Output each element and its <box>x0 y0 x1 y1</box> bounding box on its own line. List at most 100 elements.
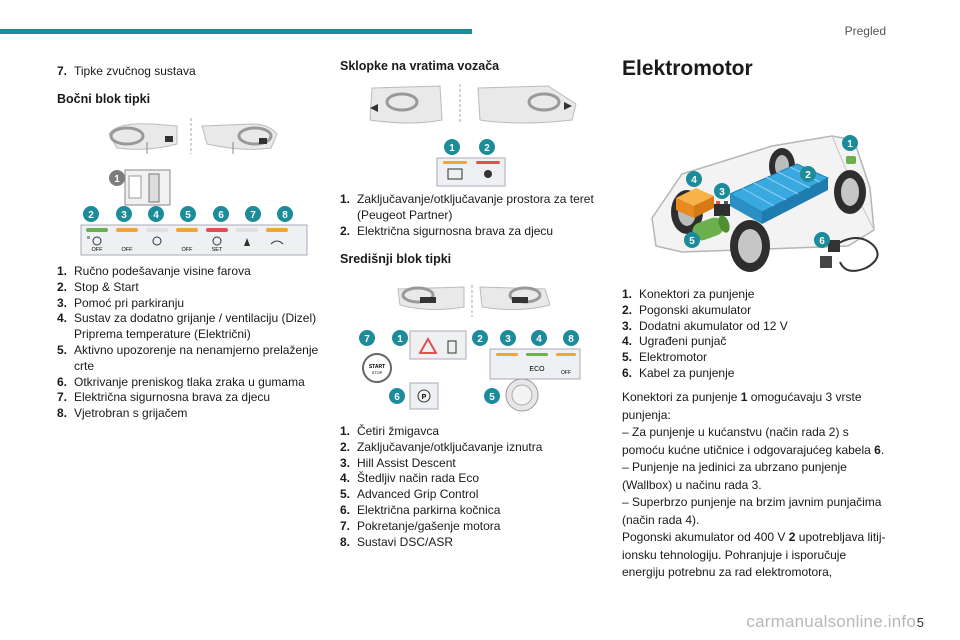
door-switches-heading: Sklopke na vratima vozača <box>340 59 500 73</box>
callout-3: 3 <box>116 206 132 222</box>
side-panel-illustration: OFF OFF OFF SET 1 2 3 4 5 6 7 8 <box>80 118 308 256</box>
list-item: 1.Četiri žmigavca <box>340 424 440 438</box>
motor-components-list: 1.Konektori za punjenje 2.Pogonski akumu… <box>622 287 892 382</box>
list-item: 3.Dodatni akumulator od 12 V <box>622 318 788 333</box>
page-title: Elektromotor <box>622 57 753 80</box>
list-item: 1.Konektori za punjenje <box>622 287 755 301</box>
motor-callout-4: 4 <box>686 171 702 187</box>
list-item: 2.Stop & Start <box>57 279 139 294</box>
center-callout-4: 4 <box>531 330 547 346</box>
list-item: 3.Pomoć pri parkiranju <box>57 295 185 310</box>
svg-text:OFF: OFF <box>182 247 194 253</box>
watermark: carmanualsonline.info <box>746 612 916 631</box>
center-callout-8: 8 <box>563 330 579 346</box>
center-callout-7: 7 <box>359 330 375 346</box>
side-panel-heading: Bočni blok tipki <box>57 92 151 106</box>
motor-callout-1: 1 <box>842 135 858 151</box>
center-callout-2: 2 <box>472 330 488 346</box>
callout-6: 6 <box>213 206 229 222</box>
header-accent-bar <box>0 29 472 34</box>
auxiliary-battery <box>714 201 730 216</box>
svg-text:SET: SET <box>212 247 223 253</box>
list-item: 5.Aktivno upozorenje na nenamjerno prela… <box>57 342 319 373</box>
svg-text:3: 3 <box>121 210 127 221</box>
svg-text:6: 6 <box>394 392 400 403</box>
callout-1: 1 <box>109 170 125 186</box>
strip-buttons: OFF OFF OFF SET <box>86 228 288 253</box>
charging-cable <box>820 237 879 272</box>
page-number: 5 <box>916 615 924 630</box>
svg-text:3: 3 <box>719 187 725 198</box>
door-switches-list: 1.Zaključavanje/otključavanje prostora z… <box>340 192 605 239</box>
side-panel-list: 1.Ručno podešavanje visine farova 2.Stop… <box>57 264 327 422</box>
svg-text:7: 7 <box>364 334 370 345</box>
svg-text:OFF: OFF <box>122 247 134 253</box>
motor-callout-5: 5 <box>684 232 700 248</box>
svg-text:1: 1 <box>449 143 455 154</box>
dashboard-right <box>201 123 278 154</box>
onboard-charger <box>676 188 714 218</box>
motor-callout-3: 3 <box>714 183 730 199</box>
door-switches-illustration: 1 2 <box>369 84 577 187</box>
svg-text:OFF: OFF <box>92 247 104 253</box>
list-item: 2.Pogonski akumulator <box>622 302 752 317</box>
list-item: 7.Električna sigurnosna brava za djecu <box>57 390 271 405</box>
wheel-rear-right <box>834 170 866 214</box>
svg-text:P: P <box>422 394 427 401</box>
svg-text:4: 4 <box>153 210 159 221</box>
door-callout-1: 1 <box>444 139 460 155</box>
list-item: 6.Otkrivanje preniskog tlaka zraka u gum… <box>57 374 305 389</box>
svg-text:7: 7 <box>250 210 256 221</box>
center-callout-5: 5 <box>484 388 500 404</box>
door-callout-2: 2 <box>479 139 495 155</box>
center-callout-3: 3 <box>500 330 516 346</box>
headlamp-adjuster <box>124 169 171 206</box>
start-stop-button: START STOP <box>362 353 392 383</box>
svg-text:5: 5 <box>489 392 495 403</box>
svg-text:2: 2 <box>805 170 811 181</box>
svg-text:3: 3 <box>505 334 511 345</box>
list-item: 2.Zaključavanje/otključavanje iznutra <box>340 439 543 454</box>
section-title: Pregled <box>844 24 886 38</box>
list-item: 6.Kabel za punjenje <box>622 365 735 380</box>
list-item: 3.Hill Assist Descent <box>340 455 456 470</box>
svg-text:5: 5 <box>689 236 695 247</box>
svg-text:STOP: STOP <box>372 370 383 375</box>
list-item: 6.Električna parkirna kočnica <box>340 502 501 517</box>
list-item: 5.Elektromotor <box>622 350 708 365</box>
audio-item: 7.Tipke zvučnog sustava <box>57 64 196 78</box>
center-panel-heading: Središnji blok tipki <box>340 252 452 266</box>
callout-5: 5 <box>180 206 196 222</box>
callout-4: 4 <box>148 206 164 222</box>
center-panel-illustration: 7 1 2 3 4 8 START STOP ECO OFF 6 P 5 <box>359 285 581 412</box>
svg-text:1: 1 <box>847 139 853 150</box>
svg-text:1: 1 <box>114 174 120 185</box>
callout-7: 7 <box>245 206 261 222</box>
svg-text:OFF: OFF <box>561 370 571 376</box>
svg-text:2: 2 <box>88 210 94 221</box>
svg-text:ECO: ECO <box>529 366 545 373</box>
list-item: 2.Električna sigurnosna brava za djecu <box>340 223 554 238</box>
svg-text:START: START <box>369 364 385 370</box>
motor-description: Konektori za punjenje 1 omogućavaju 3 vr… <box>622 389 887 582</box>
list-item: 8.Vjetrobran s grijačem <box>57 406 188 421</box>
callout-2: 2 <box>83 206 99 222</box>
center-callout-1: 1 <box>392 330 408 346</box>
electric-motor-illustration: 1 2 3 4 5 6 <box>651 135 879 272</box>
dashboard-left <box>108 123 178 154</box>
list-item: 4.Ugrađeni punjač <box>622 334 727 349</box>
list-item: 1.Zaključavanje/otključavanje prostora z… <box>340 192 594 222</box>
svg-text:2: 2 <box>484 143 490 154</box>
para-line: Pogonski akumulator od 400 V 2 upotreblj… <box>622 530 886 579</box>
list-item: 4.Štedljiv način rada Eco <box>340 471 480 486</box>
svg-text:1: 1 <box>397 334 403 345</box>
list-item: 5.Advanced Grip Control <box>340 487 479 502</box>
center-callout-6: 6 <box>389 388 405 404</box>
svg-text:4: 4 <box>691 175 697 186</box>
motor-callout-6: 6 <box>814 232 830 248</box>
callout-8: 8 <box>277 206 293 222</box>
para-line: – Punjenje na jedinici za ubrzano punjen… <box>622 460 847 492</box>
list-item: 1.Ručno podešavanje visine farova <box>57 264 251 278</box>
list-item: 8.Sustavi DSC/ASR <box>340 534 454 549</box>
list-item: 4.Sustav za dodatno grijanje / ventilaci… <box>57 311 317 342</box>
